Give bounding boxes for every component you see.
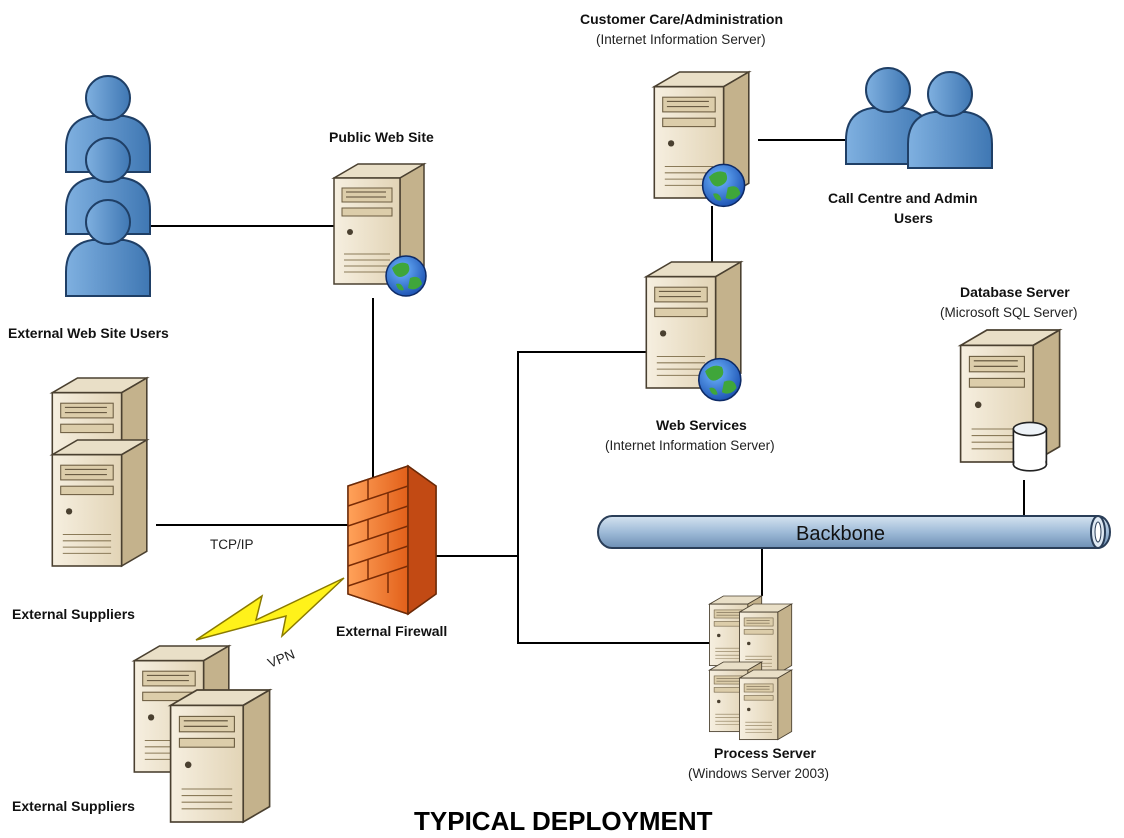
process-server-label: Process Server xyxy=(714,745,817,761)
vpn-lightning-icon xyxy=(195,577,345,641)
customer-care-sublabel: (Internet Information Server) xyxy=(596,32,766,47)
call-centre-users-label-line2: Users xyxy=(894,210,933,226)
firewall-label: External Firewall xyxy=(336,623,447,639)
external-suppliers-1-label: External Suppliers xyxy=(12,606,135,622)
external-web-users-label: External Web Site Users xyxy=(8,325,169,341)
tcpip-label: TCP/IP xyxy=(210,537,254,552)
process-server-sublabel: (Windows Server 2003) xyxy=(688,766,829,781)
backbone-label: Backbone xyxy=(796,523,885,545)
connection-lines xyxy=(150,139,1025,644)
process-server-icon xyxy=(709,595,793,741)
link-firewall-to-process xyxy=(517,556,712,644)
vpn-label: VPN xyxy=(266,646,297,670)
customer-care-label: Customer Care/Administration xyxy=(580,11,783,27)
database-server-sublabel: (Microsoft SQL Server) xyxy=(940,305,1078,320)
backbone-pipe xyxy=(597,515,1111,549)
call-centre-users-icon xyxy=(845,67,993,169)
database-cylinder-icon xyxy=(1012,421,1048,472)
public-web-site-label: Public Web Site xyxy=(329,129,434,145)
public-web-site-server-icon xyxy=(333,163,427,297)
external-web-users-icon xyxy=(65,75,151,297)
external-suppliers-2-label: External Suppliers xyxy=(12,798,135,814)
web-services-label: Web Services xyxy=(656,417,747,433)
diagram-title: TYPICAL DEPLOYMENT xyxy=(414,806,713,836)
database-server-label: Database Server xyxy=(960,284,1070,300)
call-centre-users-label-line1: Call Centre and Admin xyxy=(828,190,978,206)
web-services-server-icon xyxy=(645,261,742,402)
firewall-icon xyxy=(347,464,437,616)
link-firewall-to-internal xyxy=(436,351,646,557)
external-suppliers-1-servers-icon xyxy=(51,377,148,567)
database-server-icon xyxy=(959,329,1061,472)
web-services-sublabel: (Internet Information Server) xyxy=(605,438,775,453)
customer-care-server-icon xyxy=(653,71,750,208)
external-suppliers-2-servers-icon xyxy=(133,645,271,823)
